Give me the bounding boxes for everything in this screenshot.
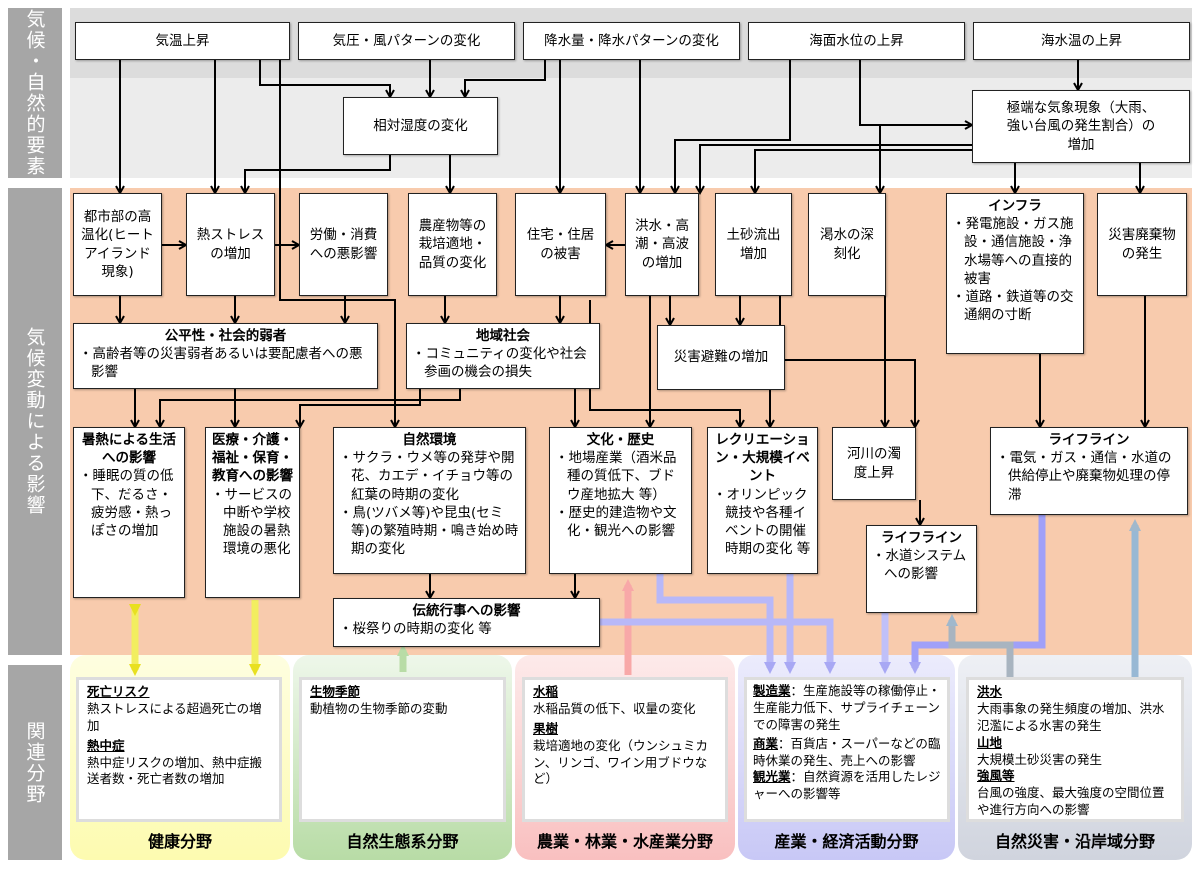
impact-urban-heat: 都市部の高温化(ヒートアイランド現象)	[73, 193, 162, 296]
entry-heading: 生物季節	[310, 684, 361, 699]
impact-nature: 自然環境 サクラ・ウメ等の発芽や開花、カエデ・イチョウ等の紅葉の時期の変化 鳥(…	[333, 427, 526, 574]
impact-lifeline: ライフライン 電気・ガス・通信・水道の供給停止や廃棄物処理の停滞	[990, 427, 1188, 515]
impact-infrastructure: インフラ 発電施設・ガス施設・通信施設・浄水場等への直接的被害 道路・鉄道等の交…	[946, 193, 1084, 354]
lifeline-water-title: ライフライン	[881, 530, 962, 546]
equity-title: 公平性・社会的弱者	[164, 328, 287, 344]
impact-medical: 医療・介護・福祉・保育・教育への影響 サービスの中断や学校施設の暑熱環境の悪化	[205, 427, 300, 598]
nature-item: 鳥(ツバメ等)や昆虫(セミ等)の繁殖時期・鳴き始め時期の変化	[339, 504, 520, 559]
field-label-health: 健康分野	[147, 832, 212, 851]
recreation-item: オリンピック競技や各種イベントの開催時期の変化 等	[713, 486, 812, 559]
field-agriculture-details: 水稲水稲品質の低下、収量の変化 果樹栽培適地の変化（ウンシュミカン、リンゴ、ワイ…	[522, 677, 728, 822]
entry-text: 水稲品質の低下、収量の変化	[533, 700, 696, 716]
factor-temperature: 気温上昇	[75, 22, 290, 60]
impact-drought: 渇水の深刻化	[808, 193, 886, 296]
entry-heading: 製造業	[753, 683, 791, 698]
impact-disaster-waste: 災害廃棄物の発生	[1097, 193, 1187, 296]
factor-humidity: 相対湿度の変化	[343, 97, 498, 155]
entry-heading: 観光業	[753, 769, 791, 785]
impact-housing: 住宅・住居の被害	[515, 193, 606, 296]
entry-text: 熱ストレスによる超過死亡の増加	[87, 700, 262, 733]
entry-heading: 水稲	[533, 684, 559, 699]
lifeline-water-item: 水道システムへの影響	[872, 547, 971, 583]
entry-text: 台風の強度、最大強度の空間位置や進行方向への影響	[977, 785, 1165, 818]
impact-sediment: 土砂流出増加	[715, 193, 792, 296]
medical-title: 医療・介護・福祉・保育・教育への影響	[212, 432, 293, 485]
impact-evacuation: 災害避難の増加	[657, 325, 785, 390]
entry-text: 動植物の生物季節の変動	[310, 700, 448, 716]
impact-lifeline-water: ライフライン 水道システムへの影響	[866, 525, 977, 613]
field-label-agriculture: 農業・林業・水産業分野	[536, 832, 713, 851]
field-industry-details: 製造業：生産施設等の稼働停止・生産能力低下、サプライチェーンでの障害の発生 商業…	[744, 677, 950, 822]
impact-labor: 労働・消費への悪影響	[299, 193, 388, 296]
impact-heat-stress: 熱ストレスの増加	[186, 193, 275, 296]
culture-item: 歴史的建造物や文化・観光への影響	[555, 504, 686, 540]
field-label-industry: 産業・経済活動分野	[774, 832, 919, 851]
culture-item: 地場産業（酒米品種の質低下、ブドウ産地拡大 等）	[555, 449, 686, 504]
row-label-climate: 気候・自然的要素	[8, 8, 62, 178]
factor-precipitation: 降水量・降水パターンの変化	[523, 22, 740, 60]
medical-item: サービスの中断や学校施設の暑熱環境の悪化	[211, 486, 294, 559]
community-item: コミュニティの変化や社会参画の機会の損失	[412, 345, 594, 381]
tradition-title: 伝統行事への影響	[412, 603, 521, 619]
lifeline-item: 電気・ガス・通信・水道の供給停止や廃棄物処理の停滞	[996, 449, 1182, 504]
entry-text: ：百貨店・スーパーなどの臨時休業の発生、売上への影響	[753, 735, 941, 768]
impact-heat-life: 暑熱による生活への影響 睡眠の質の低下、だるさ・疲労感・熱っぽさの増加	[73, 427, 185, 598]
entry-text: ：生産施設等の稼働停止・生産能力低下、サプライチェーンでの障害の発生	[753, 683, 941, 732]
entry-heading: 強風等	[977, 768, 1015, 784]
factor-extreme-weather: 極端な気象現象（大雨、強い台風の発生割合）の増加	[972, 90, 1190, 163]
entry-text: 大雨事象の発生頻度の増加、洪水氾濫による水害の発生	[977, 700, 1165, 733]
field-health-details: 死亡リスク熱ストレスによる超過死亡の増加 熱中症熱中症リスクの増加、熱中症搬送者…	[76, 677, 282, 822]
entry-heading: 死亡リスク	[87, 684, 150, 699]
impact-flood: 洪水・高潮・高波の増加	[625, 193, 699, 296]
infra-title: インフラ	[988, 198, 1042, 214]
infra-item: 道路・鉄道等の交通網の寸断	[952, 288, 1078, 324]
entry-heading: 洪水	[977, 684, 1003, 699]
community-title: 地域社会	[476, 328, 530, 344]
impact-equity: 公平性・社会的弱者 高齢者等の災害弱者あるいは要配慮者への悪影響	[73, 323, 378, 389]
nature-title: 自然環境	[402, 432, 457, 448]
equity-item: 高齢者等の災害弱者あるいは要配慮者への悪影響	[79, 345, 372, 381]
culture-title: 文化・歴史	[586, 432, 655, 448]
entry-heading: 果樹	[533, 720, 559, 736]
factor-sea-level: 海面水位の上昇	[748, 22, 965, 60]
entry-heading: 商業	[753, 735, 779, 751]
entry-heading: 熱中症	[87, 737, 125, 753]
entry-text: 熱中症リスクの増加、熱中症搬送者数・死亡者数の増加	[87, 754, 263, 787]
field-label-disaster: 自然災害・沿岸域分野	[994, 832, 1155, 851]
tradition-item: 桜祭りの時期の変化 等	[339, 620, 594, 638]
impact-crops: 農産物等の栽培適地・品質の変化	[408, 193, 497, 296]
nature-item: サクラ・ウメ等の発芽や開花、カエデ・イチョウ等の紅葉の時期の変化	[339, 449, 520, 504]
infra-item: 発電施設・ガス施設・通信施設・浄水場等への直接的被害	[952, 215, 1078, 288]
factor-sea-temp: 海水温の上昇	[973, 22, 1190, 60]
row-label-impacts: 気候変動による影響	[8, 188, 62, 655]
impact-river-turbidity: 河川の濁度上昇	[832, 427, 916, 500]
field-ecosystem-details: 生物季節動植物の生物季節の変動	[299, 677, 506, 822]
entry-text: 大規模土砂災害の発生	[977, 751, 1103, 767]
row-label-fields: 関連分野	[8, 665, 62, 860]
recreation-title: レクリエーション・大規模イベント	[715, 432, 810, 485]
entry-heading: 山地	[977, 734, 1003, 750]
impact-culture: 文化・歴史 地場産業（酒米品種の質低下、ブドウ産地拡大 等） 歴史的建造物や文化…	[549, 427, 692, 574]
field-disaster-details: 洪水大雨事象の発生頻度の増加、洪水氾濫による水害の発生 山地大規模土砂災害の発生…	[966, 677, 1184, 822]
factor-pressure-wind: 気圧・風パターンの変化	[298, 22, 515, 60]
heat-life-item: 睡眠の質の低下、だるさ・疲労感・熱っぽさの増加	[79, 467, 179, 540]
lifeline-title: ライフライン	[1048, 432, 1130, 448]
entry-text: 栽培適地の変化（ウンシュミカン、リンゴ、ワイン用ブドウなど）	[533, 737, 709, 787]
impact-recreation: レクリエーション・大規模イベント オリンピック競技や各種イベントの開催時期の変化…	[707, 427, 818, 574]
entry-text: ：自然資源を活用したレジャーへの影響等	[753, 769, 941, 802]
impact-community: 地域社会 コミュニティの変化や社会参画の機会の損失	[406, 323, 600, 389]
field-label-ecosystem: 自然生態系分野	[346, 832, 459, 851]
impact-tradition: 伝統行事への影響 桜祭りの時期の変化 等	[333, 598, 600, 647]
heat-life-title: 暑熱による生活への影響	[81, 432, 177, 467]
